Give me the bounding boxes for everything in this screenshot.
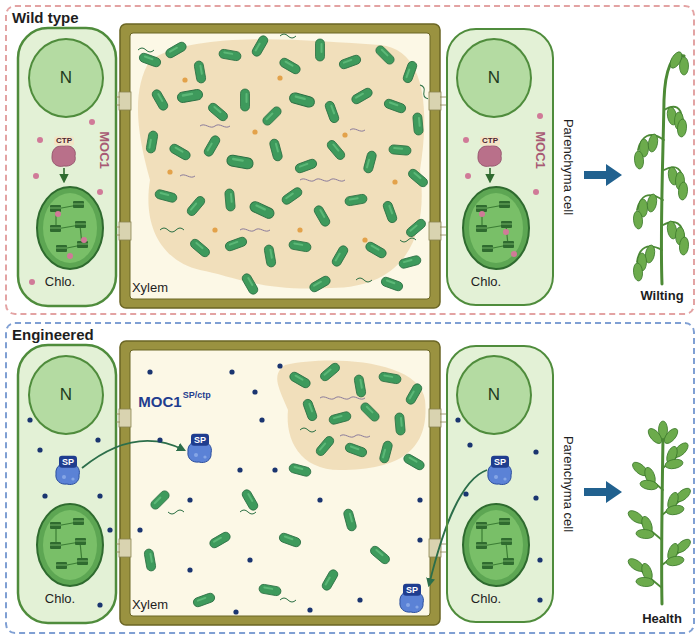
signal-peptide-tag: SP <box>491 456 509 468</box>
panel: Wild typeN Chlo. Xylem Parenchyma cell N Chlo… <box>5 5 695 315</box>
chloroplast-label: Chlo. <box>471 592 501 607</box>
nucleus: N <box>456 355 532 435</box>
eps-strands <box>320 397 370 437</box>
biofilm <box>277 361 425 470</box>
signal-peptide-tag: SP <box>59 456 77 468</box>
healthy-plant <box>626 421 693 604</box>
xylem-vessel: Xylem <box>120 24 440 308</box>
nucleus-label: N <box>60 385 72 405</box>
panel: EngineeredN Chlo. Xylem Parenchyma cell N Chl… <box>5 322 695 634</box>
chloroplast: Chlo. <box>463 504 529 586</box>
xylem-label: Xylem <box>132 281 168 296</box>
secreted-particles <box>167 75 397 242</box>
flagella <box>168 428 316 602</box>
moc1-dots <box>29 113 543 285</box>
phenotype-label: Health <box>642 612 682 627</box>
nucleus: N <box>28 355 104 435</box>
xylem-label: Xylem <box>132 598 168 613</box>
nucleus-label: N <box>60 68 72 88</box>
signal-peptide-tag: SP <box>403 584 421 596</box>
bacteria <box>138 34 429 296</box>
panel-title: Engineered <box>12 326 94 343</box>
peptide-tag: CTP <box>54 136 74 145</box>
protein-name: MOC1 <box>97 131 112 169</box>
flagella <box>138 34 430 282</box>
xylem-vessel: Xylem <box>120 341 440 625</box>
signal-peptide-tag: SP <box>191 434 209 446</box>
sp-protein <box>56 441 512 612</box>
cell-frames <box>18 24 553 625</box>
chloroplast: Chlo. <box>463 187 529 269</box>
secretion-arrows <box>82 441 487 585</box>
chloroplast-label: Chlo. <box>45 275 75 290</box>
nucleus-label: N <box>488 68 500 88</box>
chloroplast: Chlo. <box>37 504 103 586</box>
outcome-arrow <box>584 164 622 503</box>
cell-label: Parenchyma cell <box>561 436 576 532</box>
cell-label: Parenchyma cell <box>561 119 576 215</box>
panel-title: Wild type <box>12 9 79 26</box>
nucleus-label: N <box>488 385 500 405</box>
moc1-protein <box>52 146 501 181</box>
chloroplast-drawing <box>37 187 529 586</box>
protein-superscript: SP/ctp <box>183 390 211 400</box>
protein-name: MOC1 <box>138 393 181 410</box>
nucleus: N <box>28 38 104 118</box>
biofilm <box>138 39 424 288</box>
peptide-tag: CTP <box>480 136 500 145</box>
protein-name: MOC1 <box>533 131 548 169</box>
chloroplast-label: Chlo. <box>471 275 501 290</box>
nucleus: N <box>456 38 532 118</box>
wilting-plant <box>633 50 690 284</box>
chloroplast-label: Chlo. <box>45 592 75 607</box>
eps-strands <box>180 125 365 231</box>
phenotype-label: Wilting <box>640 289 683 304</box>
bacteria <box>144 361 426 608</box>
parenchyma-cell: Parenchyma cellNChlo. <box>446 345 554 623</box>
chloroplast: Chlo. <box>37 187 103 269</box>
